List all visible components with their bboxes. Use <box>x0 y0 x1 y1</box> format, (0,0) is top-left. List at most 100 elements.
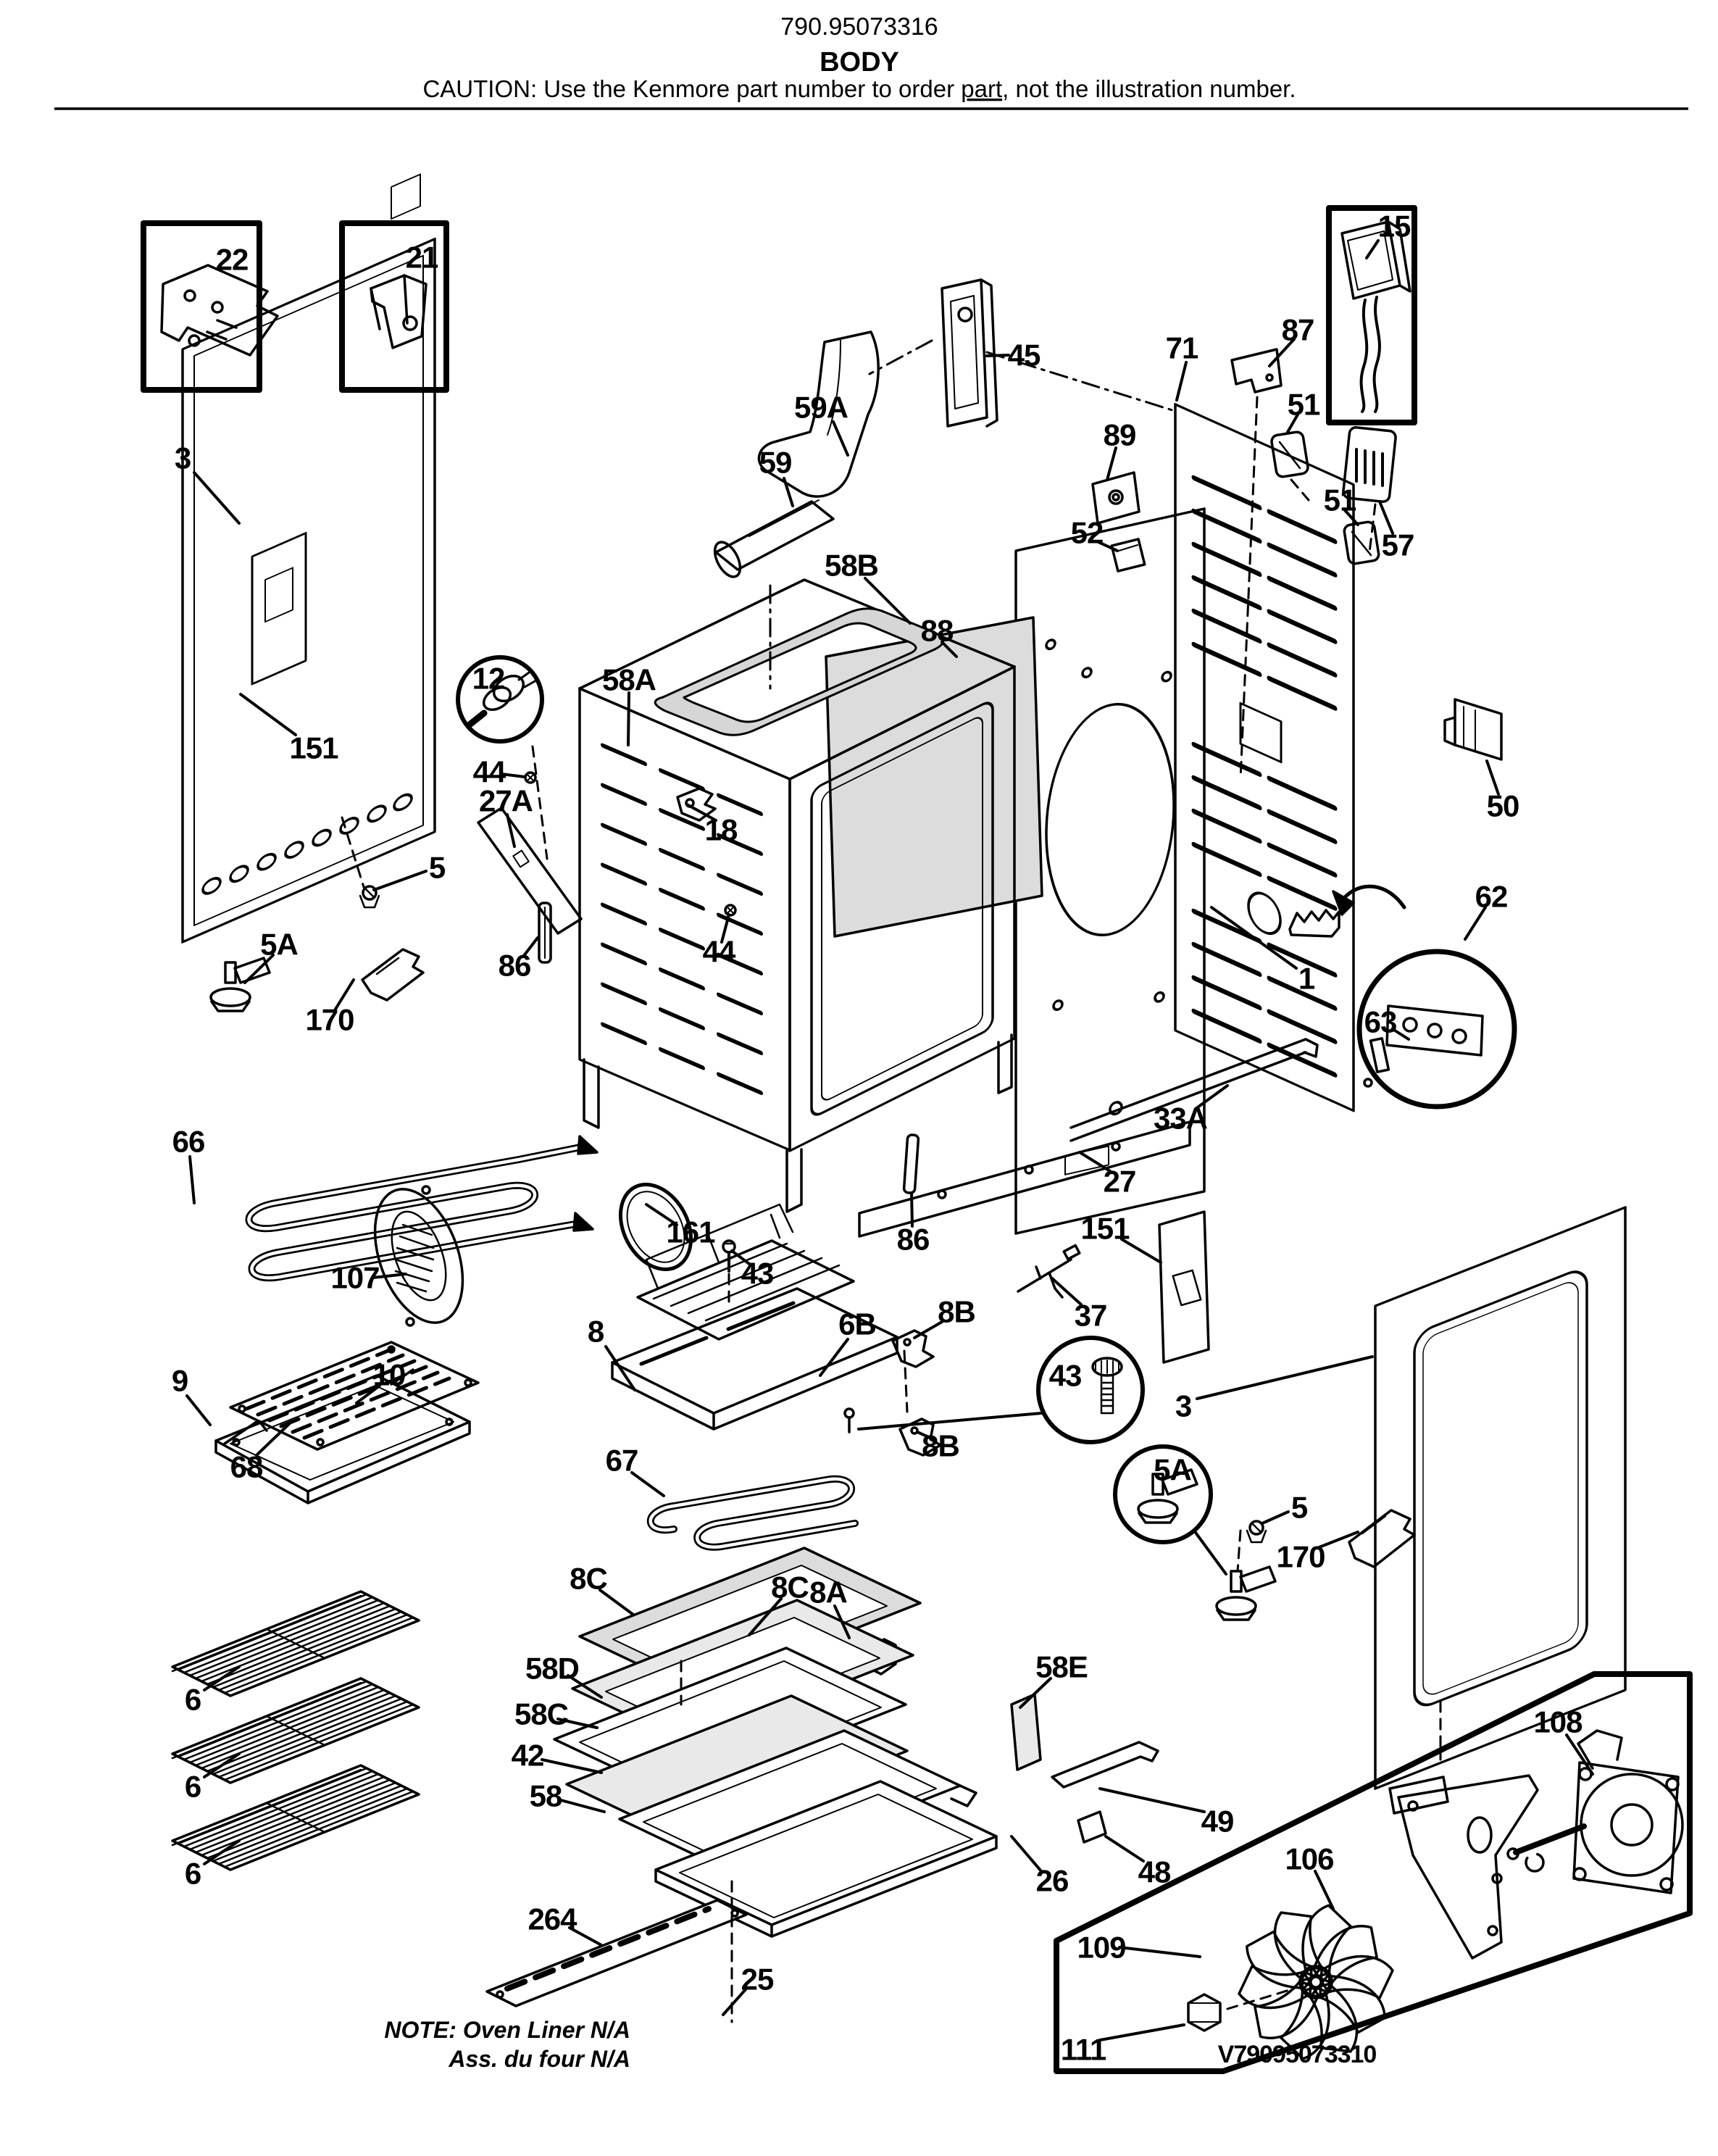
bracket-89 <box>1091 471 1141 525</box>
leader-line-88-16 <box>941 641 958 658</box>
vent-damper-51-upper <box>1270 430 1310 501</box>
part-callout-66-36: 66 <box>172 1125 205 1159</box>
vent-duct-59a <box>757 330 880 498</box>
part-callout-9-40: 9 <box>172 1364 188 1398</box>
vent-cover-57 <box>1342 426 1397 554</box>
leader-line-6-65 <box>203 1839 241 1865</box>
section-title: BODY <box>820 47 899 78</box>
gasket-161 <box>618 1182 693 1272</box>
pan-26-tab <box>950 1784 977 1807</box>
diagram-artwork <box>141 173 1693 2074</box>
part-callout-58-57: 58 <box>530 1779 562 1813</box>
note-line-2: Ass. du four N/A <box>448 2046 630 2072</box>
leader-line-9-40 <box>185 1394 212 1426</box>
shield-plate-151-right <box>1158 1210 1210 1364</box>
part-callout-51-11: 51 <box>1288 388 1320 422</box>
part-callout-25-62: 25 <box>741 1963 774 1997</box>
insulation-strip-58e <box>1010 1693 1042 1771</box>
part-callout-43-44: 43 <box>741 1257 774 1291</box>
part-callout-6-64: 6 <box>185 1770 201 1804</box>
leader-line-170-24 <box>333 978 355 1012</box>
terminal-circle-62 <box>1288 884 1517 1110</box>
leader-line-1-27 <box>1210 906 1298 970</box>
part-callout-49-58: 49 <box>1201 1805 1234 1839</box>
support-rail-49 <box>1051 1741 1159 1789</box>
leader-line-58d-54 <box>567 1674 603 1699</box>
leader-line-161-37 <box>645 1203 678 1226</box>
part-callout-68-39: 68 <box>230 1450 263 1484</box>
leader-line-8c-50 <box>599 1589 635 1616</box>
part-callout-50-28: 50 <box>1487 789 1519 823</box>
part-callout-58b-15: 58B <box>825 549 878 583</box>
leader-line-58c-55 <box>556 1718 599 1729</box>
leader-line-6-64 <box>203 1752 241 1778</box>
leader-line-5-22 <box>372 870 428 891</box>
note-line-1: NOTE: Oven Liner N/A <box>384 2017 630 2043</box>
leader-line-71-8 <box>1175 361 1188 401</box>
part-callout-42-56: 42 <box>512 1739 544 1773</box>
part-callout-58e-53: 58E <box>1035 1650 1088 1684</box>
part-callout-26-59: 26 <box>1036 1864 1069 1898</box>
part-callout-44-26: 44 <box>703 935 736 969</box>
part-callout-107-38: 107 <box>330 1261 379 1295</box>
lower-back-rail-33a <box>1069 1038 1319 1142</box>
leader-line-3-3 <box>193 471 241 525</box>
leader-line-37-35 <box>1051 1277 1083 1306</box>
part-callout-5-22: 5 <box>429 851 446 885</box>
part-callout-6-65: 6 <box>185 1857 201 1891</box>
leader-line-50-28 <box>1485 759 1500 796</box>
part-callout-170-24: 170 <box>305 1003 354 1037</box>
screw-44-right <box>724 904 737 917</box>
leader-line-8a-52 <box>833 1604 851 1639</box>
part-callout-6b-43: 6B <box>838 1307 876 1341</box>
part-callout-43-46: 43 <box>1049 1359 1082 1393</box>
spacer-48 <box>1077 1810 1107 1844</box>
part-callout-48-60: 48 <box>1138 1855 1171 1889</box>
part-callout-151-34: 151 <box>1080 1212 1130 1246</box>
leader-line-33a-31 <box>1194 1084 1229 1110</box>
part-callout-264-61: 264 <box>528 1902 577 1936</box>
part-callout-3-48: 3 <box>1175 1389 1191 1423</box>
leader-line-5-66 <box>1261 1510 1290 1525</box>
bracket-170-left <box>361 948 425 1002</box>
motor-108 <box>1506 1729 1684 1894</box>
leader-line-27-32 <box>1078 1151 1112 1173</box>
left-side-panel-3 <box>181 173 436 1012</box>
leader-line-6b-43 <box>819 1338 849 1377</box>
leader-line-49-58 <box>1098 1787 1206 1813</box>
broil-element-66 <box>223 1135 599 1445</box>
part-callout-67-49: 67 <box>606 1444 638 1478</box>
part-callout-18-21: 18 <box>705 813 738 847</box>
leader-line-111-72 <box>1098 2023 1185 2041</box>
part-callout-27-32: 27 <box>1104 1165 1136 1199</box>
caution-line: CAUTION: Use the Kenmore part number to … <box>422 75 1296 102</box>
screw-44-left <box>524 771 537 784</box>
e-clip <box>1525 1852 1545 1873</box>
leader-line-68-39 <box>255 1420 293 1457</box>
leader-line-67-49 <box>630 1471 665 1497</box>
leader-line-8-42 <box>604 1345 636 1391</box>
part-callout-111-72: 111 <box>1061 2033 1106 2067</box>
part-callout-63-30: 63 <box>1364 1005 1397 1039</box>
part-callout-8c-51: 8C <box>771 1570 809 1604</box>
insulation-panel-88 <box>825 616 1043 938</box>
part-callout-44-18: 44 <box>473 755 506 789</box>
part-callout-62-29: 62 <box>1475 880 1508 914</box>
leader-line-57-14 <box>1378 500 1394 535</box>
part-callout-71-8: 71 <box>1166 331 1198 365</box>
part-callout-8-42: 8 <box>588 1315 604 1349</box>
part-callout-86-25: 86 <box>499 949 531 983</box>
leader-line-42-56 <box>541 1758 603 1774</box>
rack-guide-6b <box>636 1203 855 1341</box>
leader-line-43-44 <box>730 1249 751 1265</box>
leader-line-51-11 <box>1285 413 1299 435</box>
heat-shield-86-left <box>538 902 552 964</box>
part-callout-37-35: 37 <box>1075 1299 1107 1333</box>
screw-43-top <box>722 1239 736 1273</box>
part-callout-21-1: 21 <box>406 241 438 275</box>
part-callout-1-27: 1 <box>1298 962 1315 996</box>
vent-damper-51-lower <box>1343 520 1380 565</box>
part-callout-59a-5: 59A <box>794 391 848 425</box>
leader-line-58e-53 <box>1019 1677 1052 1709</box>
